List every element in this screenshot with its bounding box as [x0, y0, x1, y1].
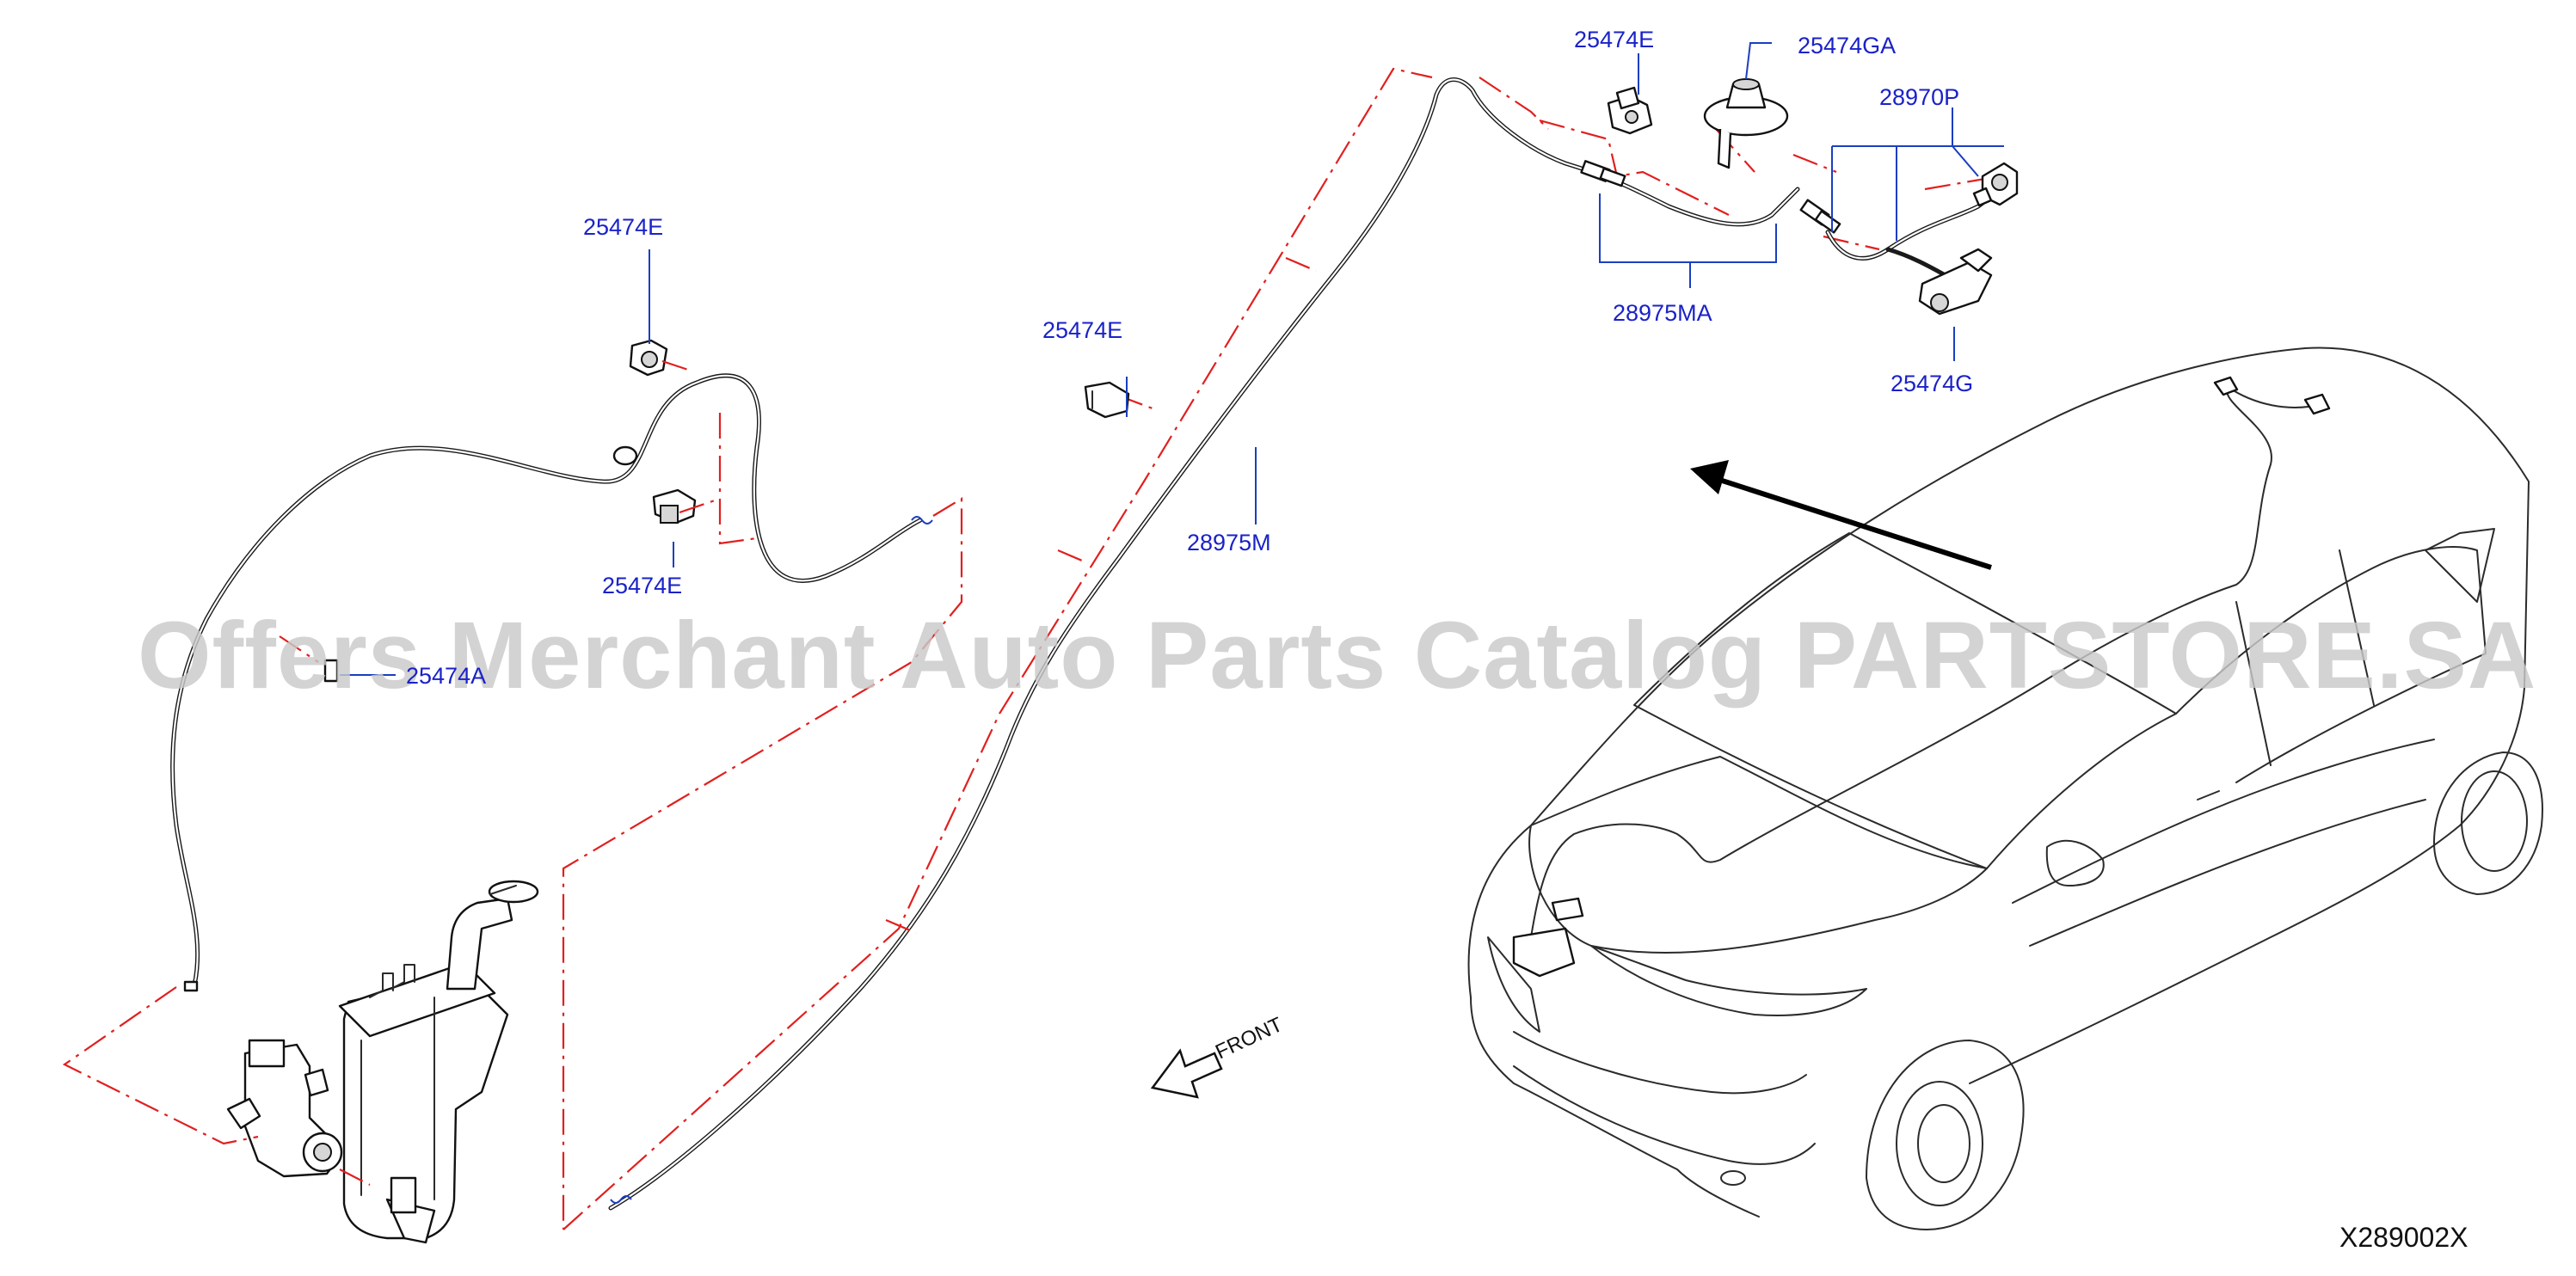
direction-arrow [1711, 475, 1992, 570]
hose-connector [612, 445, 638, 466]
hose-joint-left [1580, 160, 1626, 187]
front-direction-indicator: FRONT [1150, 1013, 1287, 1099]
washer-tank [338, 880, 539, 1244]
washer-nozzle-25474g [1918, 248, 1993, 316]
clip-25474e-upper [629, 339, 668, 377]
hose-cut-mark-center [610, 1195, 632, 1204]
hose-joint-right [1799, 199, 1841, 234]
clip-25474a [323, 659, 339, 683]
part-labels: 25474E 25474E 25474A 25474E 28975M 25474… [406, 27, 1973, 689]
phantom-lines-left [62, 359, 963, 1230]
part-label-25474e-upper-left: 25474E [583, 214, 663, 240]
washer-pump [226, 1039, 343, 1178]
washer-nozzle-28970p [1972, 162, 2019, 207]
front-label: FRONT [1212, 1013, 1287, 1064]
hose-cut-mark-left [911, 516, 933, 525]
part-label-25474ga: 25474GA [1798, 33, 1896, 58]
watermark-text: Offers Merchant Auto Parts Catalog PARTS… [138, 603, 2536, 709]
vehicle-outline [1467, 347, 2543, 1230]
left-hose-group [170, 373, 933, 992]
part-label-28975ma: 28975MA [1613, 300, 1712, 326]
part-label-25474e-top: 25474E [1574, 27, 1654, 52]
part-label-28975m: 28975M [1187, 530, 1271, 555]
part-label-25474e-lower-left: 25474E [602, 573, 682, 598]
diagram-code: X289002X [2339, 1222, 2468, 1253]
front-arrow-icon [1150, 1048, 1223, 1099]
clip-25474e-top [1607, 86, 1653, 135]
part-label-25474e-center: 25474E [1042, 317, 1122, 343]
branch-hose-to-nozzles [1825, 191, 1998, 261]
clip-25474e-lower [652, 488, 697, 525]
part-label-28970p: 28970P [1879, 84, 1959, 110]
nozzle-cap-25474ga [1703, 78, 1789, 169]
leader-lines [340, 42, 2004, 676]
part-label-25474g: 25474G [1891, 371, 1973, 396]
part-label-25474a: 25474A [406, 663, 486, 689]
clip-25474e-center [1084, 381, 1130, 419]
left-hose-end [183, 980, 199, 992]
